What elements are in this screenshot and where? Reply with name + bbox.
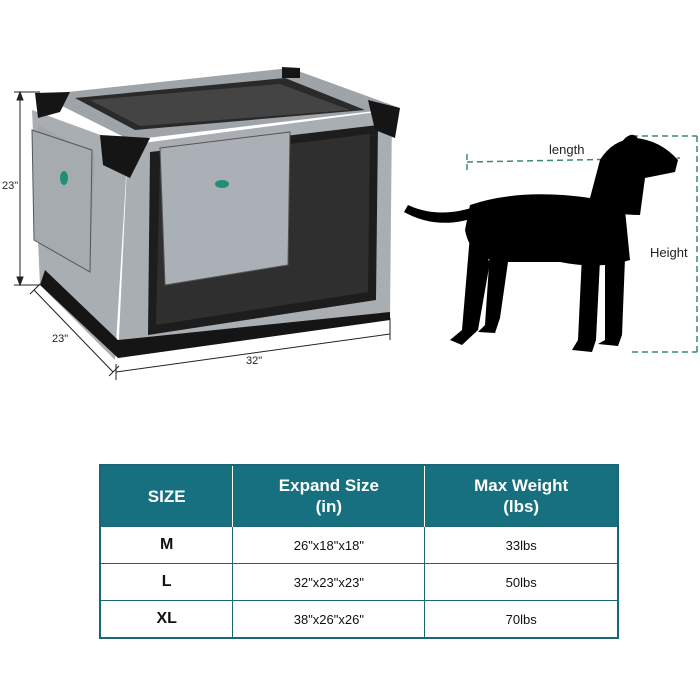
dog-shape	[404, 134, 678, 352]
crate-depth-dimension	[29, 283, 120, 377]
header-size: SIZE	[100, 465, 233, 527]
header-expand-size: Expand Size (in)	[232, 465, 425, 527]
crate-width-dimension	[115, 318, 391, 380]
weight-cell: 33lbs	[424, 526, 619, 564]
weight-cell: 50lbs	[424, 563, 619, 601]
dog-length-label: length	[549, 142, 585, 157]
dog-height-guide	[632, 135, 698, 353]
dims-cell: 26"x18"x18"	[232, 526, 426, 564]
table-row: M 26"x18"x18" 33lbs	[99, 526, 619, 564]
dog-silhouette-image	[404, 134, 698, 353]
weight-cell: 70lbs	[424, 600, 619, 639]
dims-cell: 38"x26"x26"	[232, 600, 426, 639]
dog-height-label: Height	[650, 245, 688, 260]
pet-crate-image	[14, 67, 400, 380]
table-header-row: SIZE Expand Size (in) Max Weight (lbs)	[100, 465, 618, 527]
crate-body	[31, 67, 400, 360]
dims-cell: 32"x23"x23"	[232, 563, 426, 601]
size-cell: M	[99, 526, 234, 564]
header-max-weight: Max Weight (lbs)	[424, 465, 618, 527]
table-row: XL 38"x26"x26" 70lbs	[99, 600, 619, 639]
size-cell: L	[99, 563, 234, 601]
crate-depth-label: 23"	[52, 333, 69, 345]
size-cell: XL	[99, 600, 234, 639]
crate-width-label: 32"	[246, 355, 263, 367]
crate-height-dimension	[14, 90, 40, 287]
dog-length-guide	[466, 154, 681, 172]
table-row: L 32"x23"x23" 50lbs	[99, 563, 619, 601]
size-table: SIZE Expand Size (in) Max Weight (lbs) M…	[99, 464, 619, 639]
crate-height-label: 23"	[2, 180, 19, 192]
